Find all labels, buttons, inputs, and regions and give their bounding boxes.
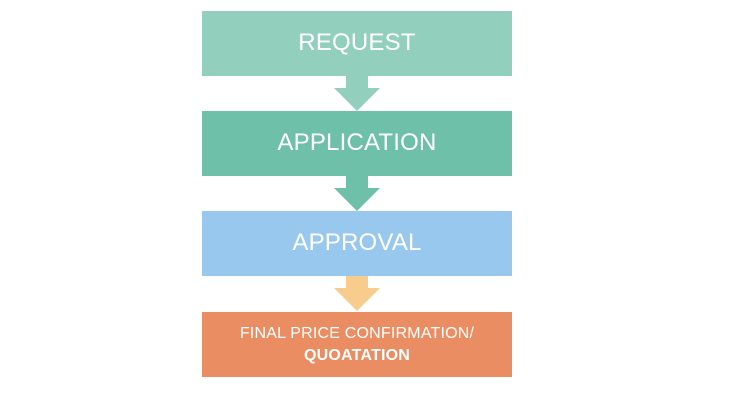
step-application-label: APPLICATION bbox=[277, 129, 437, 157]
step-final-price-label-line1: FINAL PRICE CONFIRMATION/ bbox=[239, 324, 475, 342]
flow-arrow-1 bbox=[332, 76, 382, 111]
down-arrow-icon bbox=[334, 76, 380, 111]
flow-arrow-2 bbox=[332, 176, 382, 211]
down-arrow-icon bbox=[334, 176, 380, 211]
step-approval-label: APPROVAL bbox=[292, 229, 422, 257]
step-approval-box: APPROVAL bbox=[202, 211, 512, 276]
step-request-label: REQUEST bbox=[298, 29, 416, 57]
flow-arrow-3 bbox=[332, 276, 382, 311]
step-final-price-box: FINAL PRICE CONFIRMATION/ QUOATATION bbox=[202, 312, 512, 377]
down-arrow-icon bbox=[334, 276, 380, 311]
step-final-price-label-line2: QUOATATION bbox=[304, 346, 410, 364]
step-request-box: REQUEST bbox=[202, 11, 512, 76]
step-application-box: APPLICATION bbox=[202, 111, 512, 176]
